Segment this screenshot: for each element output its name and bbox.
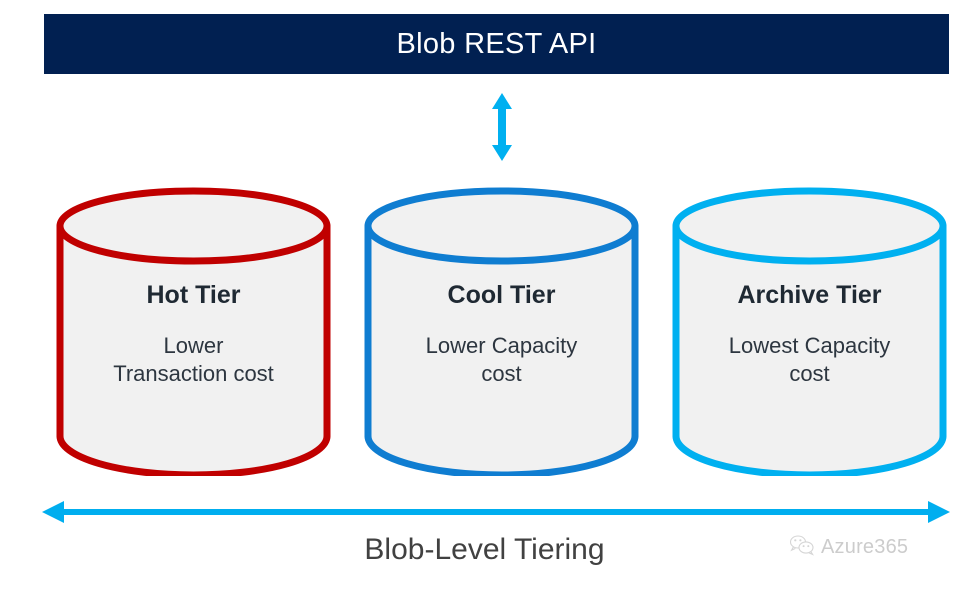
tier-cylinder-cool[interactable]: Cool Tier Lower Capacity cost: [362, 186, 641, 476]
cylinder-shape-hot: [56, 187, 331, 476]
vertical-arrow-icon: [492, 93, 512, 161]
tier-cylinder-archive[interactable]: Archive Tier Lowest Capacity cost: [670, 186, 949, 476]
wechat-icon-glyph: [789, 535, 815, 556]
cylinder-shape-cool: [364, 187, 639, 476]
tier-cylinder-hot[interactable]: Hot Tier Lower Transaction cost: [54, 186, 333, 476]
wechat-icon: [789, 534, 815, 561]
watermark: Azure365: [789, 534, 908, 561]
horizontal-arrow-icon: [42, 501, 950, 523]
bidirectional-horizontal-arrow: [40, 498, 952, 526]
cylinder-shape-archive: [672, 187, 947, 476]
watermark-label: Azure365: [821, 536, 909, 558]
page-title: Blob REST API: [396, 27, 597, 60]
bottom-caption: Blob-Level Tiering: [364, 533, 605, 566]
header-banner: Blob REST API: [44, 14, 949, 74]
bidirectional-vertical-arrow: [485, 92, 519, 162]
